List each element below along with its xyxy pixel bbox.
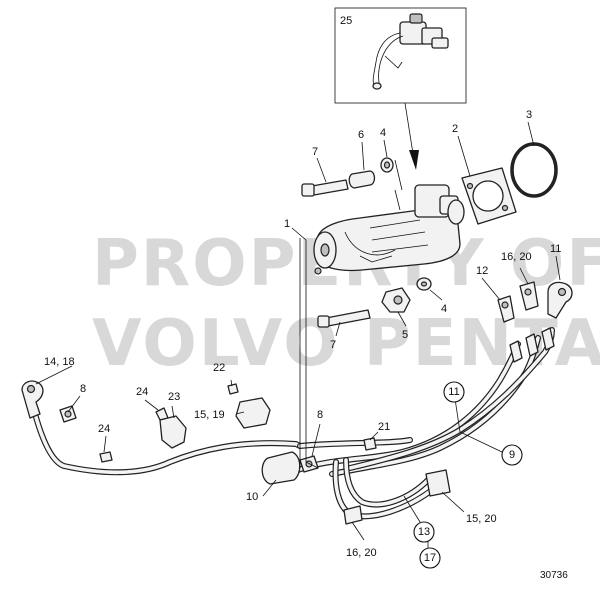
callout-8-left: 8 — [80, 383, 86, 395]
inset-relay-detail: 25 — [334, 7, 467, 170]
callout-21: 21 — [378, 421, 390, 433]
callout-22: 22 — [213, 362, 225, 374]
callout-4-lower: 4 — [441, 303, 447, 315]
flange-gasket — [461, 167, 517, 225]
callout-12: 12 — [476, 265, 488, 277]
circled-callout-13: 13 — [418, 526, 430, 538]
circled-callout-11: 11 — [448, 386, 459, 398]
callout-14-18: 14, 18 — [44, 356, 75, 368]
callout-24-upper: 24 — [136, 386, 148, 398]
relay-part — [372, 13, 449, 90]
starter-motor — [313, 184, 465, 275]
reference-number: 30736 — [540, 570, 568, 581]
callout-15-19: 15, 19 — [194, 409, 225, 421]
inset-frame — [334, 7, 467, 104]
callout-16-20-upper: 16, 20 — [501, 251, 532, 263]
leader-lines — [35, 121, 561, 548]
circled-callout-9: 9 — [509, 449, 515, 461]
cable-lugs — [497, 281, 573, 363]
lower-fasteners — [317, 277, 432, 328]
small-parts — [21, 380, 451, 525]
inset-label: 25 — [340, 15, 352, 27]
circled-callouts: 11 9 13 17 — [413, 381, 523, 569]
callout-2: 2 — [452, 123, 458, 135]
callout-16-20-lower: 16, 20 — [346, 547, 377, 559]
callout-10: 10 — [246, 491, 258, 503]
callout-11: 11 — [550, 243, 561, 255]
callout-8-center: 8 — [317, 409, 323, 421]
callout-24-lower: 24 — [98, 423, 110, 435]
callout-5: 5 — [402, 329, 408, 341]
upper-fasteners — [301, 157, 394, 197]
o-ring — [510, 142, 558, 198]
circled-callout-17: 17 — [424, 552, 436, 564]
callout-1: 1 — [284, 218, 290, 230]
callout-labels: 1 2 3 4 4 5 6 7 7 8 8 10 11 12 14, 18 15… — [44, 109, 561, 559]
callout-7-lower: 7 — [330, 339, 336, 351]
callout-7-upper: 7 — [312, 146, 318, 158]
callout-6: 6 — [358, 129, 364, 141]
callout-15-20: 15, 20 — [466, 513, 497, 525]
callout-4-upper: 4 — [380, 127, 386, 139]
callout-23: 23 — [168, 391, 180, 403]
callout-3: 3 — [526, 109, 532, 121]
